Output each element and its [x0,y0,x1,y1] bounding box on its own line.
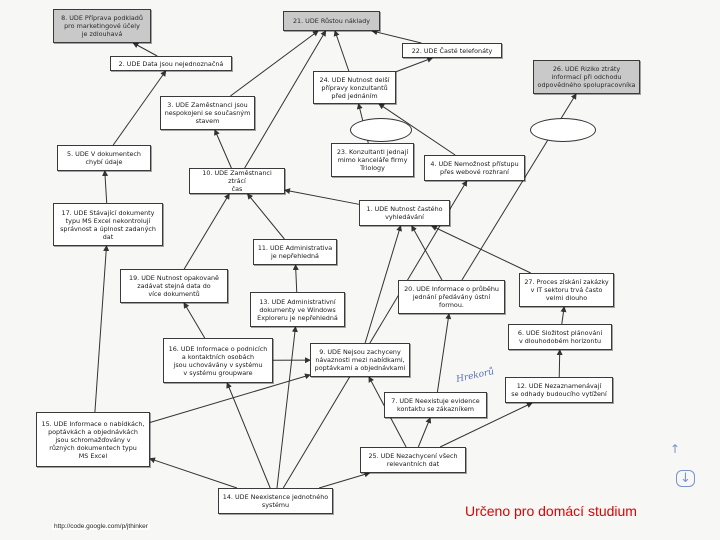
edge-n20-to-n1 [411,225,443,281]
edge-n19-to-n10 [183,193,230,270]
node-25-label: 25. UDE Nezachycení všech relevantních d… [368,452,458,468]
node-13-label: 13. UDE Administrativní dokumenty ve Win… [257,297,338,322]
node-11: 11. UDE Administrativa je nepřehledná [253,239,337,265]
node-16-label: 16. UDE Informace o podnicích a kontaktn… [168,344,268,377]
node-19: 19. UDE Nutnost opakovaně zadávat stejná… [120,269,228,303]
edge-n5-to-n2 [112,70,167,146]
edge-n25-to-n12 [439,402,533,448]
edge-n22-to-n21 [371,29,422,44]
edge-n6-to-n27 [560,306,567,325]
edge-n27-to-n1 [430,225,531,274]
edge-n1-to-n10 [284,188,360,205]
node-6: 6. UDE Složitost plánování v dlouhodobém… [508,324,612,350]
node-20: 20. UDE Informace o průběhu jednání před… [398,280,505,314]
node-7-label: 7. UDE Neexistuje evidence kontaktu se z… [391,397,480,413]
edge-n14-to-n15 [149,457,238,489]
node-26: 26. UDE Riziko ztráty informací při odch… [533,60,640,94]
edge-n7-to-n20 [436,313,452,393]
edge-n11-to-n10 [246,193,285,240]
node-15-label: 15. UDE Informace o nabídkách, poptávkác… [41,419,145,460]
node-1-label: 1. UDE Nutnost častého vyhledávání [366,205,443,221]
edge-n17-to-n5 [102,170,109,204]
edge-n10-to-n21 [244,30,327,169]
edge-n10-to-n3 [214,129,232,169]
down-arrow-doodle-icon: ↓ [676,470,695,487]
node-8-label: 8. UDE Příprava podkladů pro marketingov… [61,14,143,38]
edge-n15-to-n9 [149,373,311,424]
node-3: 3. UDE Zaměstnanci jsou nespokojeni se s… [160,96,255,130]
node-12-label: 12. UDE Nezaznamenávají se odhady budouc… [511,382,607,398]
node-5-label: 5. UDE V dokumentech chybí údaje [67,150,141,166]
edge-n2-to-n8 [132,42,158,57]
node-11-label: 11. UDE Administrativa je nepřehledná [257,244,333,260]
node-2-label: 2. UDE Data jsou nejednoznačná [118,59,224,68]
node-12: 12. UDE Nezaznamenávají se odhady budouc… [505,377,613,403]
edge-n4-to-n24 [378,103,456,156]
node-9-label: 9. UDE Nejsou zachyceny návaznosti mezi … [314,348,406,372]
edge-n13-to-n11 [292,264,299,293]
node-19-label: 19. UDE Nutnost opakovaně zadávat stejná… [129,274,219,298]
node-23: 23. Konzultanti jednají mimo kanceláře f… [331,143,414,177]
node-22-label: 22. UDE Časté telefonáty [411,46,493,55]
node-9: 9. UDE Nejsou zachyceny návaznosti mezi … [310,343,410,377]
node-1: 1. UDE Nutnost častého vyhledávání [359,200,450,226]
edge-n14-to-n13 [276,326,298,489]
node-14: 14. UDE Neexistence jednotného systému [218,488,333,514]
node-20-label: 20. UDE Informace o průběhu jednání před… [404,285,499,309]
node-10: 10. UDE Zaměstnanci ztrácí čas [189,168,285,194]
edge-n25-to-n7 [417,417,432,448]
edge-n15-to-n17 [94,245,110,413]
ellipse-shape [350,118,412,142]
up-arrow-doodle-icon: ↑ [670,442,681,456]
node-4-label: 4. UDE Nemožnost přístupu přes webové ro… [430,160,519,176]
node-21: 21. UDE Růstou náklady [283,11,380,31]
edge-n24-to-n22 [395,56,434,73]
node-23-label: 23. Konzultanti jednají mimo kanceláře f… [336,148,409,172]
node-24-label: 24. UDE Nutnost delší přípravy konzultan… [319,75,390,100]
node-21-label: 21. UDE Růstou náklady [292,17,371,25]
edge-n9-to-n1 [364,225,402,344]
node-25: 25. UDE Nezachycení všech relevantních d… [360,447,466,473]
node-5: 5. UDE V dokumentech chybí údaje [57,145,151,171]
node-26-label: 26. UDE Riziko ztráty informací při odch… [537,65,636,89]
node-17-label: 17. UDE Stávající dokumenty typu MS Exce… [60,208,156,241]
edge-n14-to-n25 [318,471,371,489]
source-link[interactable]: http://code.google.com/p/jthinker [52,523,150,530]
node-22: 22. UDE Časté telefonáty [402,43,502,58]
node-8: 8. UDE Příprava podkladů pro marketingov… [53,9,151,43]
node-16: 16. UDE Informace o podnicích a kontaktn… [163,338,273,383]
edge-n14-to-n4 [282,180,468,489]
node-24: 24. UDE Nutnost delší přípravy konzultan… [313,71,396,104]
edge-n3-to-n21 [230,30,319,97]
edge-n12-to-n6 [556,349,563,378]
node-3-label: 3. UDE Zaměstnanci jsou nespokojeni se s… [164,101,251,125]
edge-n24-to-n21 [333,30,350,72]
node-10-label: 10. UDE Zaměstnanci ztrácí čas [202,169,272,193]
node-15: 15. UDE Informace o nabídkách, poptávkác… [36,412,150,467]
edge-n14-to-n16 [226,382,271,489]
node-6-label: 6. UDE Složitost plánování v dlouhodobém… [517,329,603,345]
edge-n16-to-n19 [183,302,206,339]
node-27: 27. Proces získání zakázky v IT sektoru … [519,273,614,307]
node-27-label: 27. Proces získání zakázky v IT sektoru … [524,278,609,302]
node-13: 13. UDE Administrativní dokumenty ve Win… [250,292,345,327]
node-14-label: 14. UDE Neexistence jednotného systému [222,493,329,509]
node-4: 4. UDE Nemožnost přístupu přes webové ro… [424,155,525,181]
node-7: 7. UDE Neexistuje evidence kontaktu se z… [384,392,487,418]
footer-note: Určeno pro domácí studium [465,503,637,519]
ellipse-shape [530,118,596,142]
node-2: 2. UDE Data jsou nejednoznačná [110,56,232,71]
node-17: 17. UDE Stávající dokumenty typu MS Exce… [53,203,163,246]
